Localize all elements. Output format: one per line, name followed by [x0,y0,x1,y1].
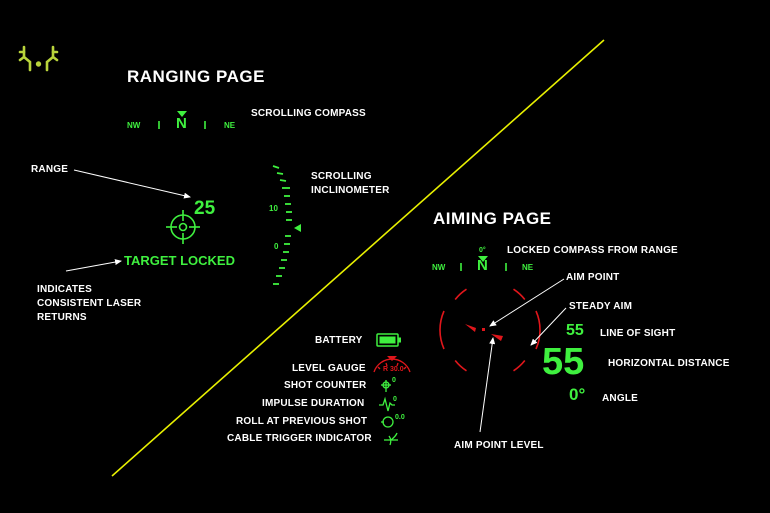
aim-level-right-marker-icon [491,334,503,341]
battery-label: BATTERY [315,335,363,346]
aim-point-level-label: AIM POINT LEVEL [454,440,544,451]
aiming-compass-locked-degree: 0° [479,247,486,254]
range-label: RANGE [31,164,69,175]
cable-trigger-label: CABLE TRIGGER INDICATOR [227,433,372,444]
aiming-compass-n: N [477,257,488,274]
roll-value: 0.0 [395,414,405,421]
inclinometer-caption-line1: SCROLLING [311,171,372,182]
target-crosshair-icon [166,210,200,244]
horizontal-distance-label: HORIZONTAL DISTANCE [608,358,730,369]
impulse-duration-icon [379,396,395,412]
angle-label: ANGLE [602,393,638,404]
shot-counter-value: 0 [392,377,396,384]
aiming-compass-ne: NE [522,263,534,272]
inclinometer-tick-10: 10 [269,204,278,213]
indicates-line-3: RETURNS [37,312,87,323]
aiming-page-title: AIMING PAGE [433,209,552,228]
scrolling-compass-caption: SCROLLING COMPASS [251,108,366,119]
locked-compass-caption: LOCKED COMPASS FROM RANGE [507,245,678,256]
ranging-compass-n: N [176,115,187,132]
line-of-sight-label: LINE OF SIGHT [600,328,676,339]
indicates-line-2: CONSISTENT LASER [37,298,142,309]
ranging-compass-ticks [158,121,206,129]
roll-at-previous-shot-icon [381,416,394,428]
inclinometer-caption-line2: INCLINOMETER [311,185,390,196]
impulse-duration-value: 0 [393,396,397,403]
line-of-sight-value: 55 [566,322,584,339]
cable-trigger-icon [384,432,398,446]
antler-logo-icon [18,45,59,72]
steady-aim-label: STEADY AIM [569,301,633,312]
inclinometer-pointer-icon [294,224,301,232]
level-gauge-readout: R 30.0 [383,366,404,373]
aim-point-label: AIM POINT [566,272,620,283]
aiming-compass-heading-marker-icon [478,256,488,262]
horizontal-distance-value: 55 [542,341,585,383]
aim-level-left-marker-icon [465,324,476,332]
steady-aim-arrow [530,307,567,346]
range-value: 25 [194,198,216,219]
range-arrow [73,169,191,199]
shot-counter-icon [381,380,391,392]
level-gauge-pointer-icon [387,356,397,361]
ranging-compass-nw: NW [127,121,141,130]
inclinometer-scale [272,165,292,285]
battery-icon [376,333,401,347]
level-gauge-label: LEVEL GAUGE [292,363,366,374]
target-locked-status: TARGET LOCKED [124,253,235,268]
ranging-compass-ne: NE [224,121,236,130]
aiming-compass-nw: NW [432,263,446,272]
aim-point-dot [482,328,485,331]
aiming-compass-ticks [460,263,507,271]
ranging-page-title: RANGING PAGE [127,67,265,86]
shot-counter-label: SHOT COUNTER [284,380,367,391]
angle-value: 0° [569,385,586,404]
target-locked-arrow [65,259,122,272]
indicates-line-1: INDICATES [37,284,92,295]
page-divider-line [111,39,605,477]
aim-point-level-arrow [479,337,496,433]
aim-point-arrow [489,278,565,327]
impulse-duration-label: IMPULSE DURATION [262,398,365,409]
aiming-reticle-icon [439,288,541,372]
ranging-compass-heading-marker-icon [177,111,187,117]
inclinometer-tick-0: 0 [274,242,279,251]
roll-at-previous-shot-label: ROLL AT PREVIOUS SHOT [236,416,368,427]
